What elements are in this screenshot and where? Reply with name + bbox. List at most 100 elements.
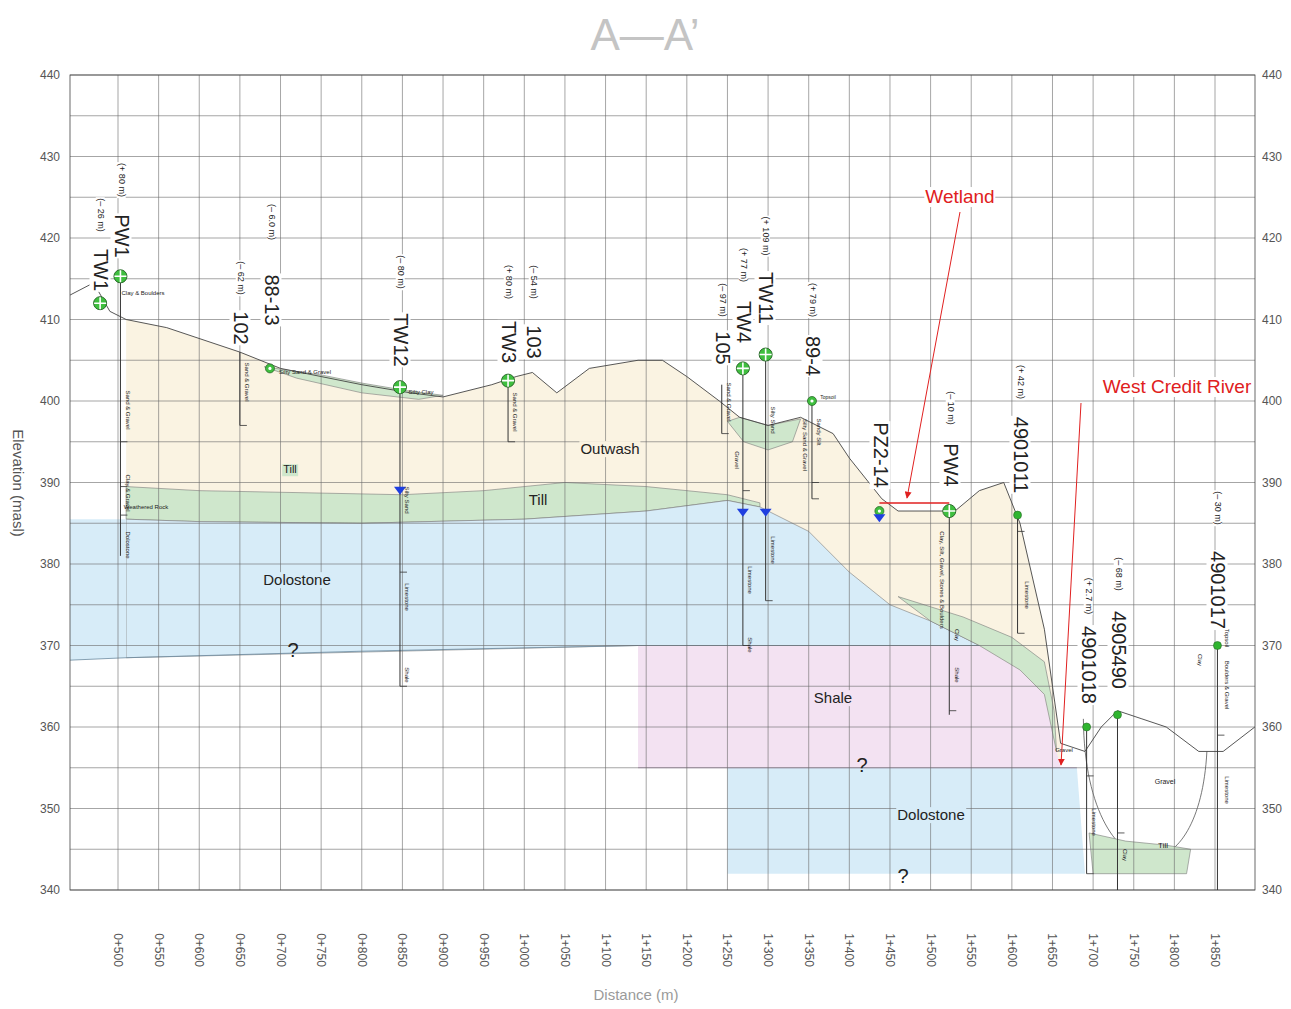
grid-line — [158, 75, 159, 890]
tick-label: 410 — [39, 313, 61, 326]
log-note: Silty Clay — [407, 389, 434, 395]
log-note: Topsoil — [1224, 628, 1230, 649]
offset-label: (+ 42 m) — [1015, 364, 1024, 400]
tick-label: 1+450 — [884, 932, 897, 968]
tick-label: 420 — [1261, 232, 1283, 245]
tick-label: 1+350 — [802, 932, 815, 968]
offset-label: (+ 80 m) — [503, 264, 512, 300]
unit-label: Dolostone — [262, 572, 332, 588]
log-note: Topsoil — [819, 395, 837, 400]
well-log — [239, 352, 240, 425]
screen-tick — [766, 600, 773, 601]
tick-label: 1+750 — [1127, 932, 1140, 968]
water-level — [873, 514, 885, 522]
tick-label: 0+900 — [437, 932, 450, 968]
grid-line — [70, 849, 1255, 850]
well-label: TW12 — [390, 312, 411, 367]
ground-surface — [70, 283, 1255, 752]
grid-line — [483, 75, 484, 890]
grid-line — [564, 75, 565, 890]
grid-line — [280, 75, 281, 890]
well-label: 105 — [712, 330, 733, 365]
tick-label: 1+850 — [1209, 932, 1222, 968]
grid — [70, 75, 1255, 890]
valley-till — [1089, 833, 1191, 874]
log-note: Gravel — [1054, 747, 1074, 753]
tick-label: 1+650 — [1046, 932, 1059, 968]
tick-label: 1+800 — [1168, 932, 1181, 968]
well-label: 89-4 — [802, 335, 823, 377]
tick-label: 340 — [1261, 884, 1283, 897]
log-note: Sandy Silt — [816, 417, 822, 446]
tick-label: 1+250 — [721, 932, 734, 968]
log-note: Boulders & Gravel — [1224, 660, 1230, 711]
log-note: Clay — [1197, 653, 1203, 667]
query-mark: ? — [896, 866, 909, 887]
screen-tick — [743, 490, 750, 491]
screen-tick — [949, 710, 956, 711]
tick-label: 1+300 — [762, 932, 775, 968]
wetland-extent — [879, 502, 949, 504]
well-label: 4901018 — [1078, 625, 1099, 705]
till-lens — [727, 417, 800, 450]
unit-label: Till — [528, 492, 549, 508]
grid-line — [239, 75, 240, 890]
tick-label: 1+050 — [559, 932, 572, 968]
till-wedge — [898, 597, 1056, 752]
axis-title: Elevation (masl) — [10, 428, 26, 538]
tick-label: 1+400 — [843, 932, 856, 968]
wells — [94, 270, 1225, 890]
tick-label: 360 — [39, 721, 61, 734]
grid-line — [70, 767, 1255, 768]
offset-label: (+ 109 m) — [760, 216, 769, 257]
screen-tick — [1217, 735, 1224, 736]
tick-label: 1+150 — [640, 932, 653, 968]
log-note: Gravel — [734, 450, 740, 470]
grid-line — [686, 75, 687, 890]
well-marker — [943, 505, 956, 518]
tick-label: 1+100 — [599, 932, 612, 968]
grid-line — [70, 564, 1255, 565]
well-log — [765, 355, 766, 601]
well-label: 88-13 — [261, 273, 282, 326]
grid-line — [1052, 75, 1053, 890]
grid-line — [768, 75, 769, 890]
screen-tick — [120, 441, 127, 442]
screen-tick — [400, 686, 407, 687]
log-note: Sand & Gravel — [512, 391, 518, 432]
well-label: PZ2-14 — [870, 421, 891, 489]
offset-label: (+ 2.7 m) — [1083, 577, 1092, 615]
well-log — [721, 385, 722, 434]
tick-label: 440 — [39, 69, 61, 82]
log-note: Limestone — [404, 582, 410, 612]
well-log — [120, 276, 121, 556]
tick-label: 1+550 — [965, 932, 978, 968]
tick-label: 0+650 — [234, 932, 247, 968]
water-level — [737, 509, 749, 517]
well-log — [1017, 515, 1018, 633]
tick-label: 0+750 — [315, 932, 328, 968]
well-marker-center — [878, 509, 881, 512]
grid-line — [849, 75, 850, 890]
tick-label: 360 — [1261, 721, 1283, 734]
grid-line — [321, 75, 322, 890]
log-note: Limestone — [1091, 807, 1097, 837]
well-marker — [393, 381, 406, 394]
screen-tick — [1018, 633, 1025, 634]
grid-line — [605, 75, 606, 890]
well-log — [811, 401, 812, 499]
water-level — [760, 509, 772, 517]
grid-line — [1093, 75, 1094, 890]
tick-label: 1+200 — [681, 932, 694, 968]
grid-line — [70, 523, 1255, 524]
log-note: Clay — [954, 628, 960, 642]
well-marker — [736, 362, 749, 375]
well-log — [742, 368, 743, 645]
well-label: 4901017 — [1207, 550, 1228, 630]
log-note: Sand & Gravel — [244, 361, 250, 402]
unit-label: Dolostone — [896, 807, 966, 823]
well-marker — [502, 374, 515, 387]
callout-arrow — [907, 212, 960, 498]
